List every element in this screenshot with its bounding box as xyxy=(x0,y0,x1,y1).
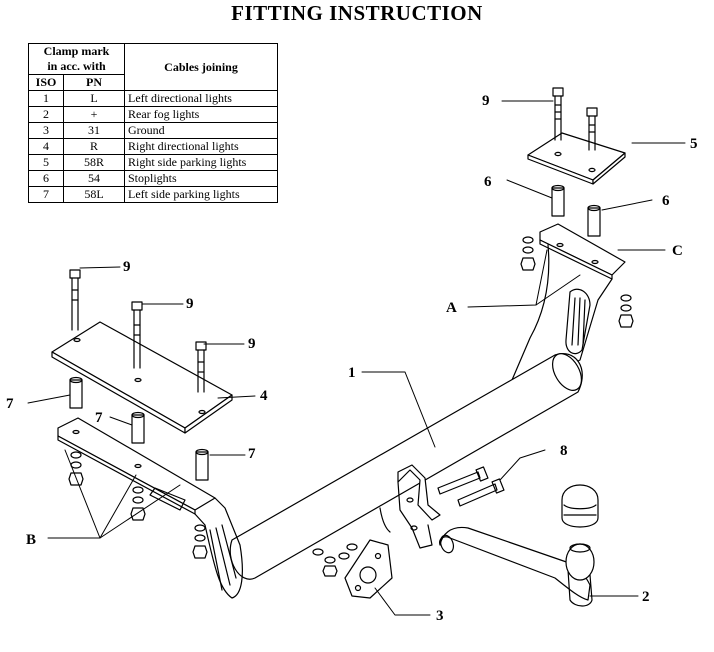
left-bolts xyxy=(69,269,207,393)
cell-pn: 58L xyxy=(63,186,125,203)
callout-5: 5 xyxy=(690,136,698,152)
callout-9b: 9 xyxy=(123,259,131,275)
header-pn: PN xyxy=(63,74,125,91)
right-bolts xyxy=(552,87,598,151)
callout-9a: 9 xyxy=(482,93,490,109)
callout-2: 2 xyxy=(642,589,650,605)
callout-9d: 9 xyxy=(248,336,256,352)
left-bracket xyxy=(57,417,243,599)
cell-desc: Right directional lights xyxy=(124,138,278,155)
left-spacers xyxy=(69,376,209,481)
left-nuts-washers xyxy=(68,451,208,559)
callout-B: B xyxy=(26,532,36,548)
cell-desc: Right side parking lights xyxy=(124,154,278,171)
table-header-row: Clamp mark in acc. with Cables joining xyxy=(28,43,278,91)
header-clamp-mark: Clamp mark in acc. with xyxy=(28,43,125,75)
hitch-center-bracket xyxy=(379,464,441,549)
cell-desc: Ground xyxy=(124,122,278,139)
callout-9c: 9 xyxy=(186,296,194,312)
cell-desc: Left side parking lights xyxy=(124,186,278,203)
main-crossbar xyxy=(229,353,583,580)
callout-4: 4 xyxy=(260,388,268,404)
page-title: FITTING INSTRUCTION xyxy=(231,1,483,25)
ball-neck xyxy=(439,526,595,607)
callout-C: C xyxy=(672,243,683,259)
left-mounting-plate xyxy=(51,321,233,434)
callout-3: 3 xyxy=(436,608,444,624)
header-clamp-line1: Clamp mark xyxy=(43,44,110,58)
header-cables-joining: Cables joining xyxy=(124,43,278,91)
cell-pn: 54 xyxy=(63,170,125,187)
cell-pn: 31 xyxy=(63,122,125,139)
socket-plate xyxy=(312,539,393,599)
callout-6a: 6 xyxy=(484,174,492,190)
clamp-mark-table: Clamp mark in acc. with Cables joining I… xyxy=(28,43,278,203)
header-clamp-line2: in acc. with xyxy=(47,59,106,73)
ball-cover xyxy=(561,484,599,528)
right-spacers xyxy=(551,184,601,237)
callout-6b: 6 xyxy=(662,193,670,209)
cell-iso: 7 xyxy=(28,186,64,203)
leader-lines xyxy=(27,100,686,616)
callout-7b: 7 xyxy=(95,410,103,426)
callout-8: 8 xyxy=(560,443,568,459)
right-nuts-washers xyxy=(520,236,634,328)
hitch-bolts xyxy=(437,466,505,507)
right-bracket xyxy=(511,223,626,381)
callout-7c: 7 xyxy=(248,446,256,462)
cell-desc: Stoplights xyxy=(124,170,278,187)
callout-A: A xyxy=(446,300,457,316)
right-mounting-plate xyxy=(527,132,626,185)
callout-7a: 7 xyxy=(6,396,14,412)
callout-1: 1 xyxy=(348,365,356,381)
callout-labels: 1 2 3 4 5 6 6 7 7 7 8 9 9 9 9 A B C xyxy=(6,93,698,624)
